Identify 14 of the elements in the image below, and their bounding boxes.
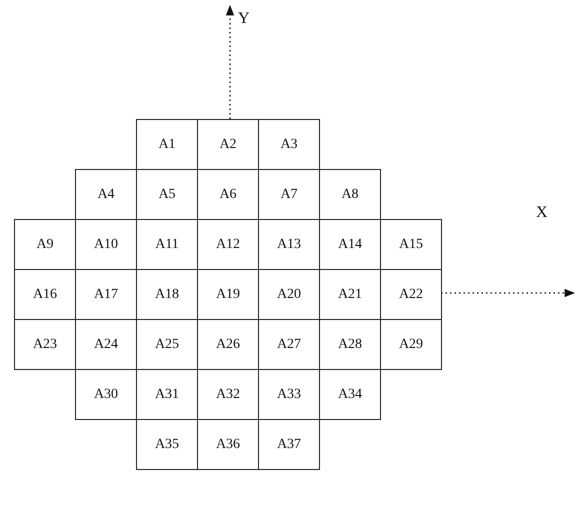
grid-cell: A3 [258,119,320,170]
axis-label: Y [238,10,250,28]
axis-label: X [536,204,548,222]
grid-cell: A8 [319,169,381,220]
grid-cell: A35 [136,419,198,470]
grid-cell: A1 [136,119,198,170]
grid-cell: A15 [380,219,442,270]
grid-cell: A9 [14,219,76,270]
grid-cell: A29 [380,319,442,370]
grid-cell: A34 [319,369,381,420]
grid-cell: A4 [75,169,137,220]
grid-cell: A37 [258,419,320,470]
grid-cell: A23 [14,319,76,370]
grid-cell: A30 [75,369,137,420]
